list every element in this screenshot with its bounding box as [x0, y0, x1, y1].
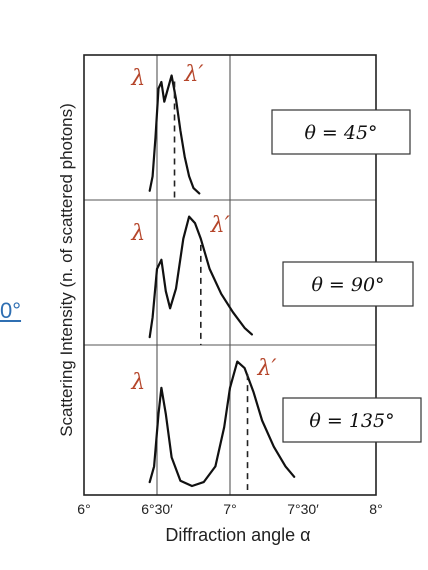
theta-box	[271, 109, 411, 155]
lambda-prime-label: λ′	[257, 356, 277, 381]
theta-label: θ = 45°	[304, 122, 377, 144]
lambda-label: λ	[130, 221, 145, 246]
panel-2: λ λ′ θ = 90°	[130, 213, 414, 345]
theta-box	[282, 397, 422, 443]
y-axis-label: Scattering Intensity (n. of scattered ph…	[57, 103, 76, 437]
scattering-curve	[148, 360, 296, 488]
lambda-prime-label: λ′	[184, 62, 204, 87]
lambda-label: λ	[130, 370, 145, 395]
panel-3: λ λ′ θ = 135°	[130, 356, 422, 490]
x-tick-label: 7°	[223, 501, 236, 517]
x-tick-labels: 6° 6°30′ 7° 7°30′ 8°	[77, 501, 382, 517]
x-axis-label: Diffraction angle α	[165, 525, 310, 545]
scattering-curve	[148, 215, 253, 339]
theta-label: θ = 135°	[309, 410, 394, 432]
theta-label: θ = 90°	[311, 274, 384, 296]
x-tick-label: 7°30′	[287, 501, 319, 517]
x-tick-label: 6°	[77, 501, 90, 517]
theta-box	[282, 261, 414, 307]
panel-1: λ λ′ θ = 45°	[130, 62, 411, 200]
chart-panels: λ λ′ θ = 45° λ λ′ θ = 90° λ λ′ θ = 135°	[130, 62, 422, 490]
x-tick-label: 6°30′	[141, 501, 173, 517]
scattering-curve	[148, 74, 201, 195]
lambda-prime-label: λ′	[210, 213, 230, 238]
x-tick-label: 8°	[369, 501, 382, 517]
lambda-label: λ	[130, 66, 145, 91]
cropped-link-fragment: 0°	[0, 298, 22, 323]
